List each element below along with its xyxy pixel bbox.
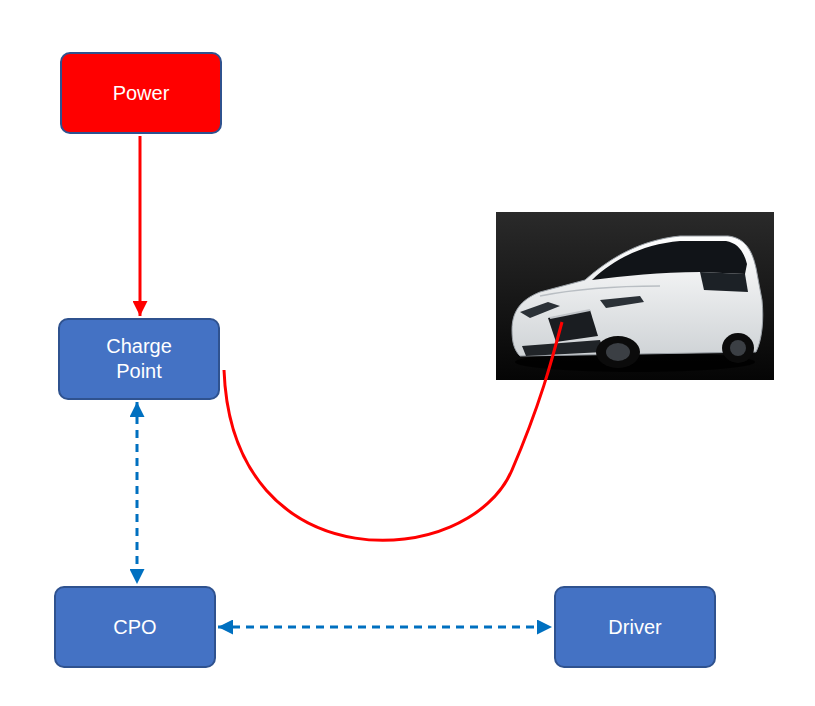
charge-point-box: Charge Point — [58, 318, 220, 400]
car-photo — [496, 212, 774, 380]
cpo-box: CPO — [54, 586, 216, 668]
node-label: Charge Point — [89, 334, 189, 384]
power-arrow — [139, 136, 142, 316]
node-label: Power — [113, 81, 170, 106]
driver-box: Driver — [554, 586, 716, 668]
power-box: Power — [60, 52, 222, 134]
node-label: CPO — [113, 615, 156, 640]
data-link — [136, 402, 139, 584]
data-link — [218, 626, 552, 629]
node-label: Driver — [608, 615, 661, 640]
charging-cable — [224, 322, 562, 540]
